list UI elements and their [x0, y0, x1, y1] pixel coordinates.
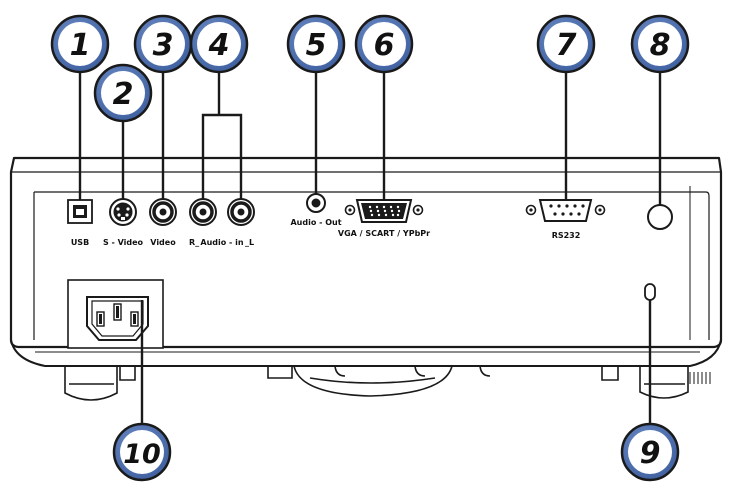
callout-6-number: 6	[374, 28, 395, 63]
callout-8-number: 8	[650, 28, 671, 63]
callout-10-number: 10	[123, 439, 161, 470]
video-port	[149, 198, 177, 226]
leader-lines	[78, 64, 662, 424]
power-socket	[67, 279, 164, 349]
callout-9-number: 9	[640, 436, 661, 471]
callout-1: 1	[50, 14, 110, 74]
usb-port	[67, 199, 93, 224]
rs232-label: RS232	[552, 231, 581, 240]
callout-7: 7	[536, 14, 596, 74]
kensington-lock-slot	[644, 283, 656, 301]
vga-port	[344, 199, 424, 223]
callout-5-number: 5	[306, 28, 327, 63]
audio-in-r-label: R_	[189, 238, 199, 247]
projector-feet	[64, 365, 711, 401]
video-label: Video	[150, 238, 176, 247]
audio-out-label: Audio - Out	[290, 218, 341, 227]
callout-3: 3	[133, 14, 193, 74]
ir-receiver	[647, 204, 673, 230]
callout-8: 8	[630, 14, 690, 74]
audio-in-l-label: _L	[245, 238, 254, 247]
callout-3-number: 3	[153, 28, 174, 63]
callout-1-number: 1	[70, 28, 91, 63]
callout-10: 10	[112, 422, 172, 482]
callout-4: 4	[189, 14, 249, 74]
svideo-port	[109, 198, 137, 226]
callout-4-number: 4	[208, 28, 230, 63]
projector-body	[9, 156, 723, 367]
callout-5: 5	[286, 14, 346, 74]
audio-in-r-port	[189, 198, 217, 226]
callout-2-number: 2	[113, 77, 134, 112]
vga-label: VGA / SCART / YPbPr	[338, 229, 430, 238]
rs232-port	[525, 199, 606, 222]
callout-2: 2	[93, 63, 153, 123]
audio-out-port	[306, 193, 326, 213]
callout-6: 6	[354, 14, 414, 74]
usb-label: USB	[71, 238, 89, 247]
callout-9: 9	[620, 422, 680, 482]
audio-in-l-port	[227, 198, 255, 226]
callout-7-number: 7	[556, 28, 577, 63]
svideo-label: S - Video	[103, 238, 144, 247]
audio-in-label: Audio - in	[200, 238, 243, 247]
